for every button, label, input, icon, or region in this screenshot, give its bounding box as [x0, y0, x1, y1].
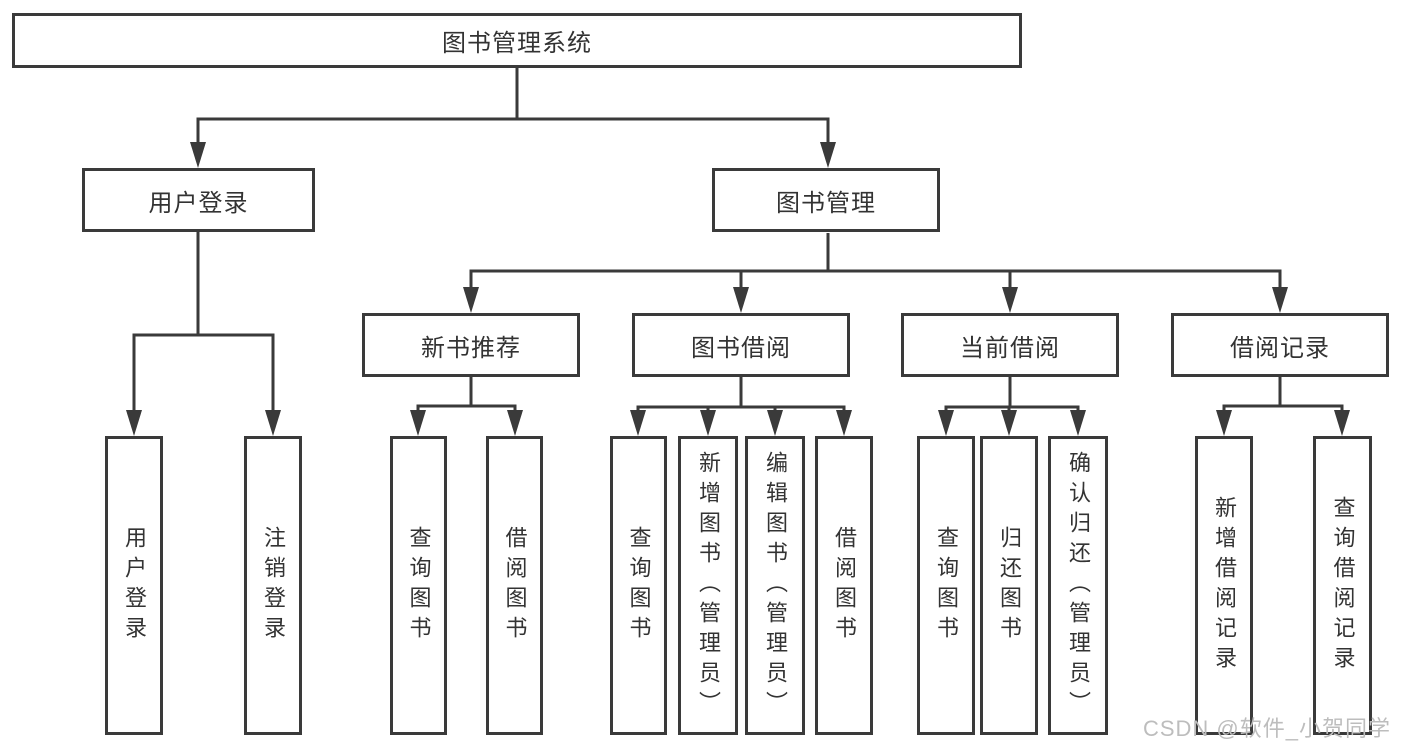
- node-book-management: 图书管理: [712, 168, 940, 232]
- node-current-borrow: 当前借阅: [901, 313, 1119, 377]
- leaf-current-query-book: 查询图书: [917, 436, 975, 735]
- leaf-logout-login: 注销登录: [244, 436, 302, 735]
- connector-book-borrow-to-leaves: [630, 377, 852, 436]
- leaf-borrow-edit-book-admin: 编辑图书（管理员）: [745, 436, 805, 735]
- connector-current-borrow-to-leaves: [938, 377, 1086, 436]
- leaf-user-login: 用户登录: [105, 436, 163, 735]
- leaf-recommend-borrow-book: 借阅图书: [486, 436, 543, 735]
- leaf-records-add-record: 新增借阅记录: [1195, 436, 1253, 735]
- node-borrow-records: 借阅记录: [1171, 313, 1389, 377]
- node-user-login: 用户登录: [82, 168, 315, 232]
- leaf-records-query-record: 查询借阅记录: [1313, 436, 1372, 735]
- node-new-book-recommend: 新书推荐: [362, 313, 580, 377]
- connector-root-to-level2: [190, 68, 836, 168]
- node-root: 图书管理系统: [12, 13, 1022, 68]
- connector-borrow-records-to-leaves: [1216, 377, 1350, 436]
- leaf-borrow-borrow-book: 借阅图书: [815, 436, 873, 735]
- node-book-borrow: 图书借阅: [632, 313, 850, 377]
- connector-new-book-recommend-to-leaves: [410, 377, 523, 436]
- connector-user-login-to-leaves: [126, 232, 281, 436]
- leaf-current-return-book: 归还图书: [980, 436, 1038, 735]
- csdn-watermark: CSDN @软件_小贺同学: [1142, 716, 1391, 741]
- leaf-recommend-query-book: 查询图书: [390, 436, 447, 735]
- leaf-current-confirm-return-admin: 确认归还（管理员）: [1048, 436, 1108, 735]
- leaf-borrow-add-book-admin: 新增图书（管理员）: [678, 436, 738, 735]
- connector-book-management-to-level3: [463, 233, 1288, 313]
- leaf-borrow-query-book: 查询图书: [610, 436, 667, 735]
